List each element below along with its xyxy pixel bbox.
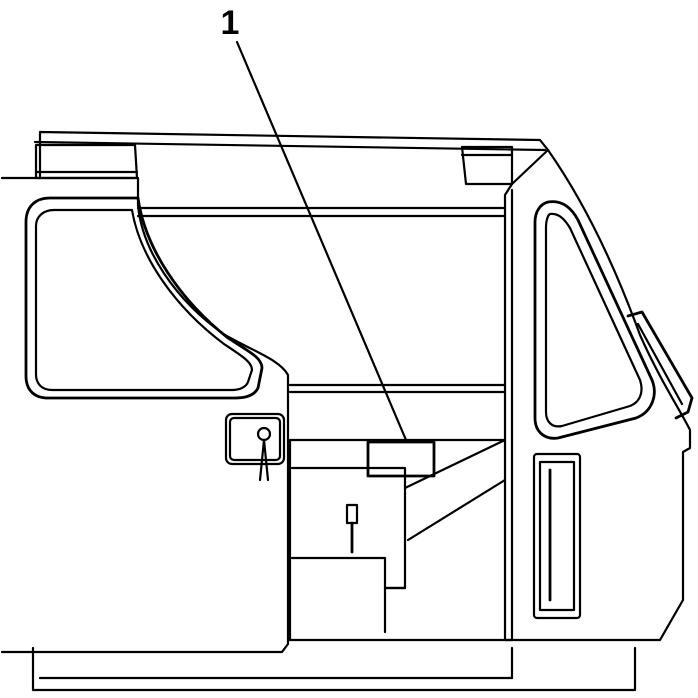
right-door bbox=[503, 148, 694, 642]
cab-roof bbox=[33, 130, 550, 186]
cab-console bbox=[290, 438, 507, 634]
cab-base-frame bbox=[31, 646, 637, 692]
callout-leader-line bbox=[235, 40, 408, 442]
callout-label-1: 1 bbox=[221, 4, 240, 42]
label-plate bbox=[366, 440, 436, 478]
left-door bbox=[0, 176, 290, 654]
cab-rear-wall bbox=[136, 206, 514, 642]
